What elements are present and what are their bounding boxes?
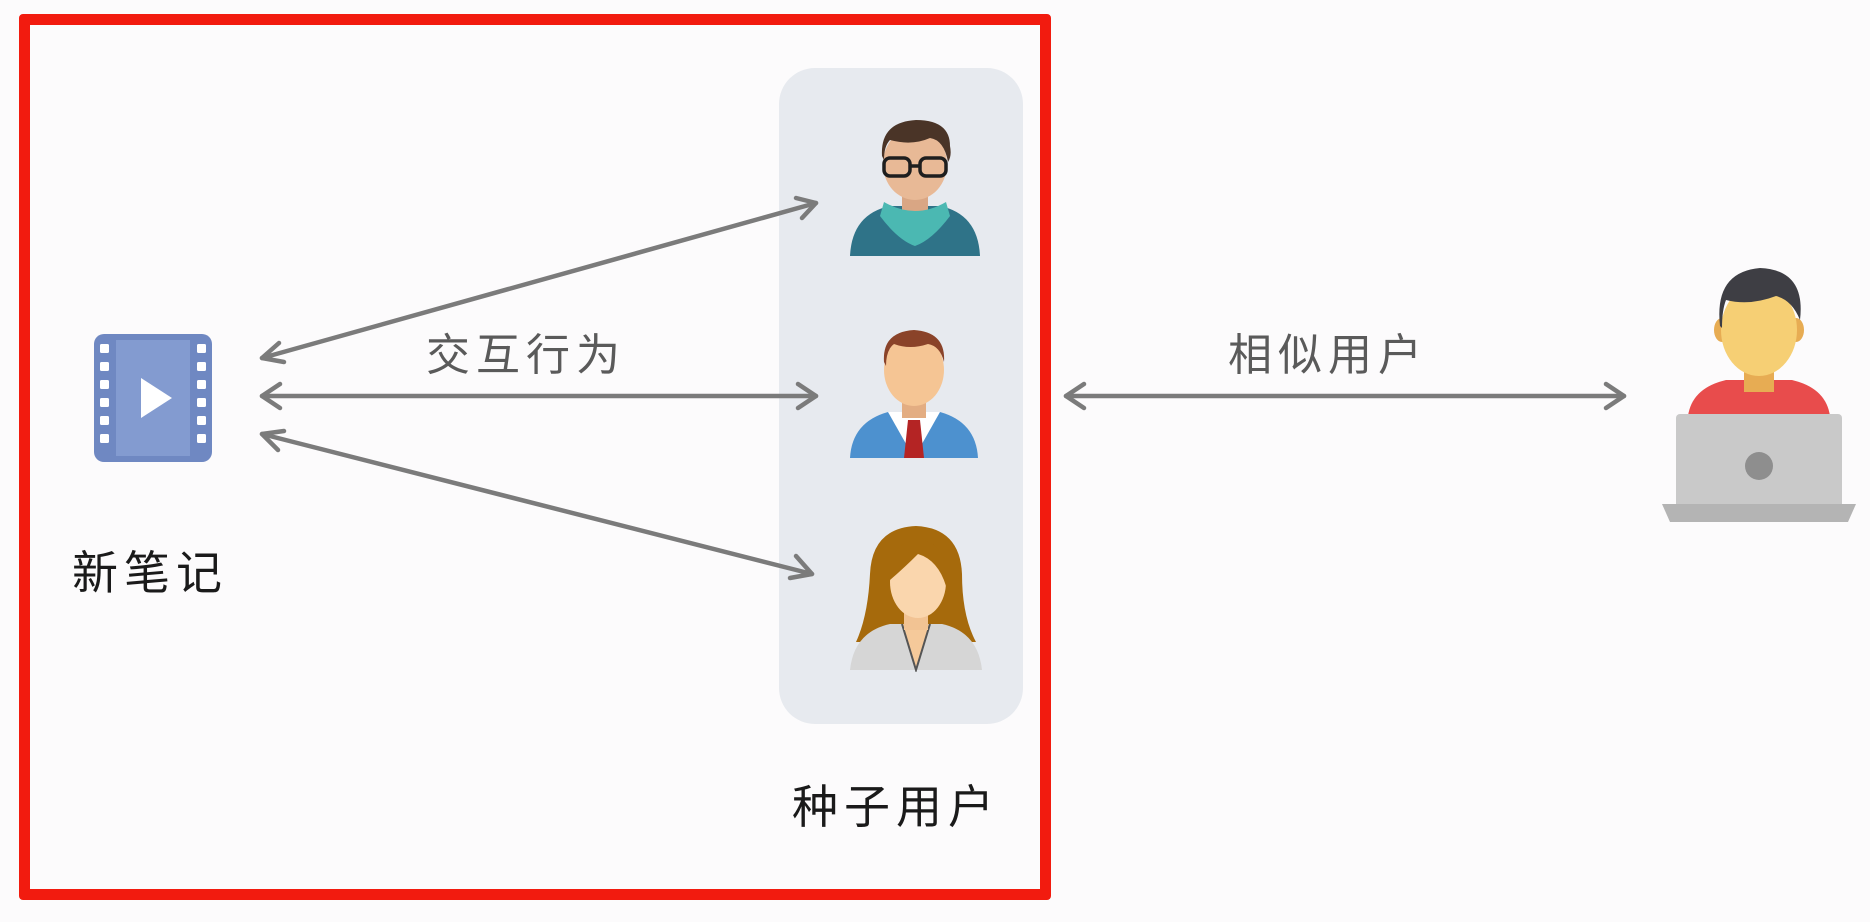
interaction-arrow-top — [259, 195, 819, 365]
man-glasses-scarf-icon — [850, 120, 980, 256]
video-film-icon — [94, 334, 212, 462]
similar-users-label: 相似用户 — [1228, 330, 1428, 381]
new-note-label: 新笔记 — [72, 546, 228, 600]
interaction-arrow-middle — [259, 381, 819, 411]
man-tie-icon — [850, 330, 978, 458]
seed-users-label: 种子用户 — [792, 780, 1000, 834]
interaction-arrow-bottom — [259, 428, 815, 581]
highlight-frame — [19, 14, 1051, 900]
interaction-label: 交互行为 — [426, 330, 626, 381]
similar-users-arrow — [1063, 381, 1627, 411]
user-laptop-icon — [1662, 268, 1856, 522]
woman-icon — [850, 526, 982, 672]
